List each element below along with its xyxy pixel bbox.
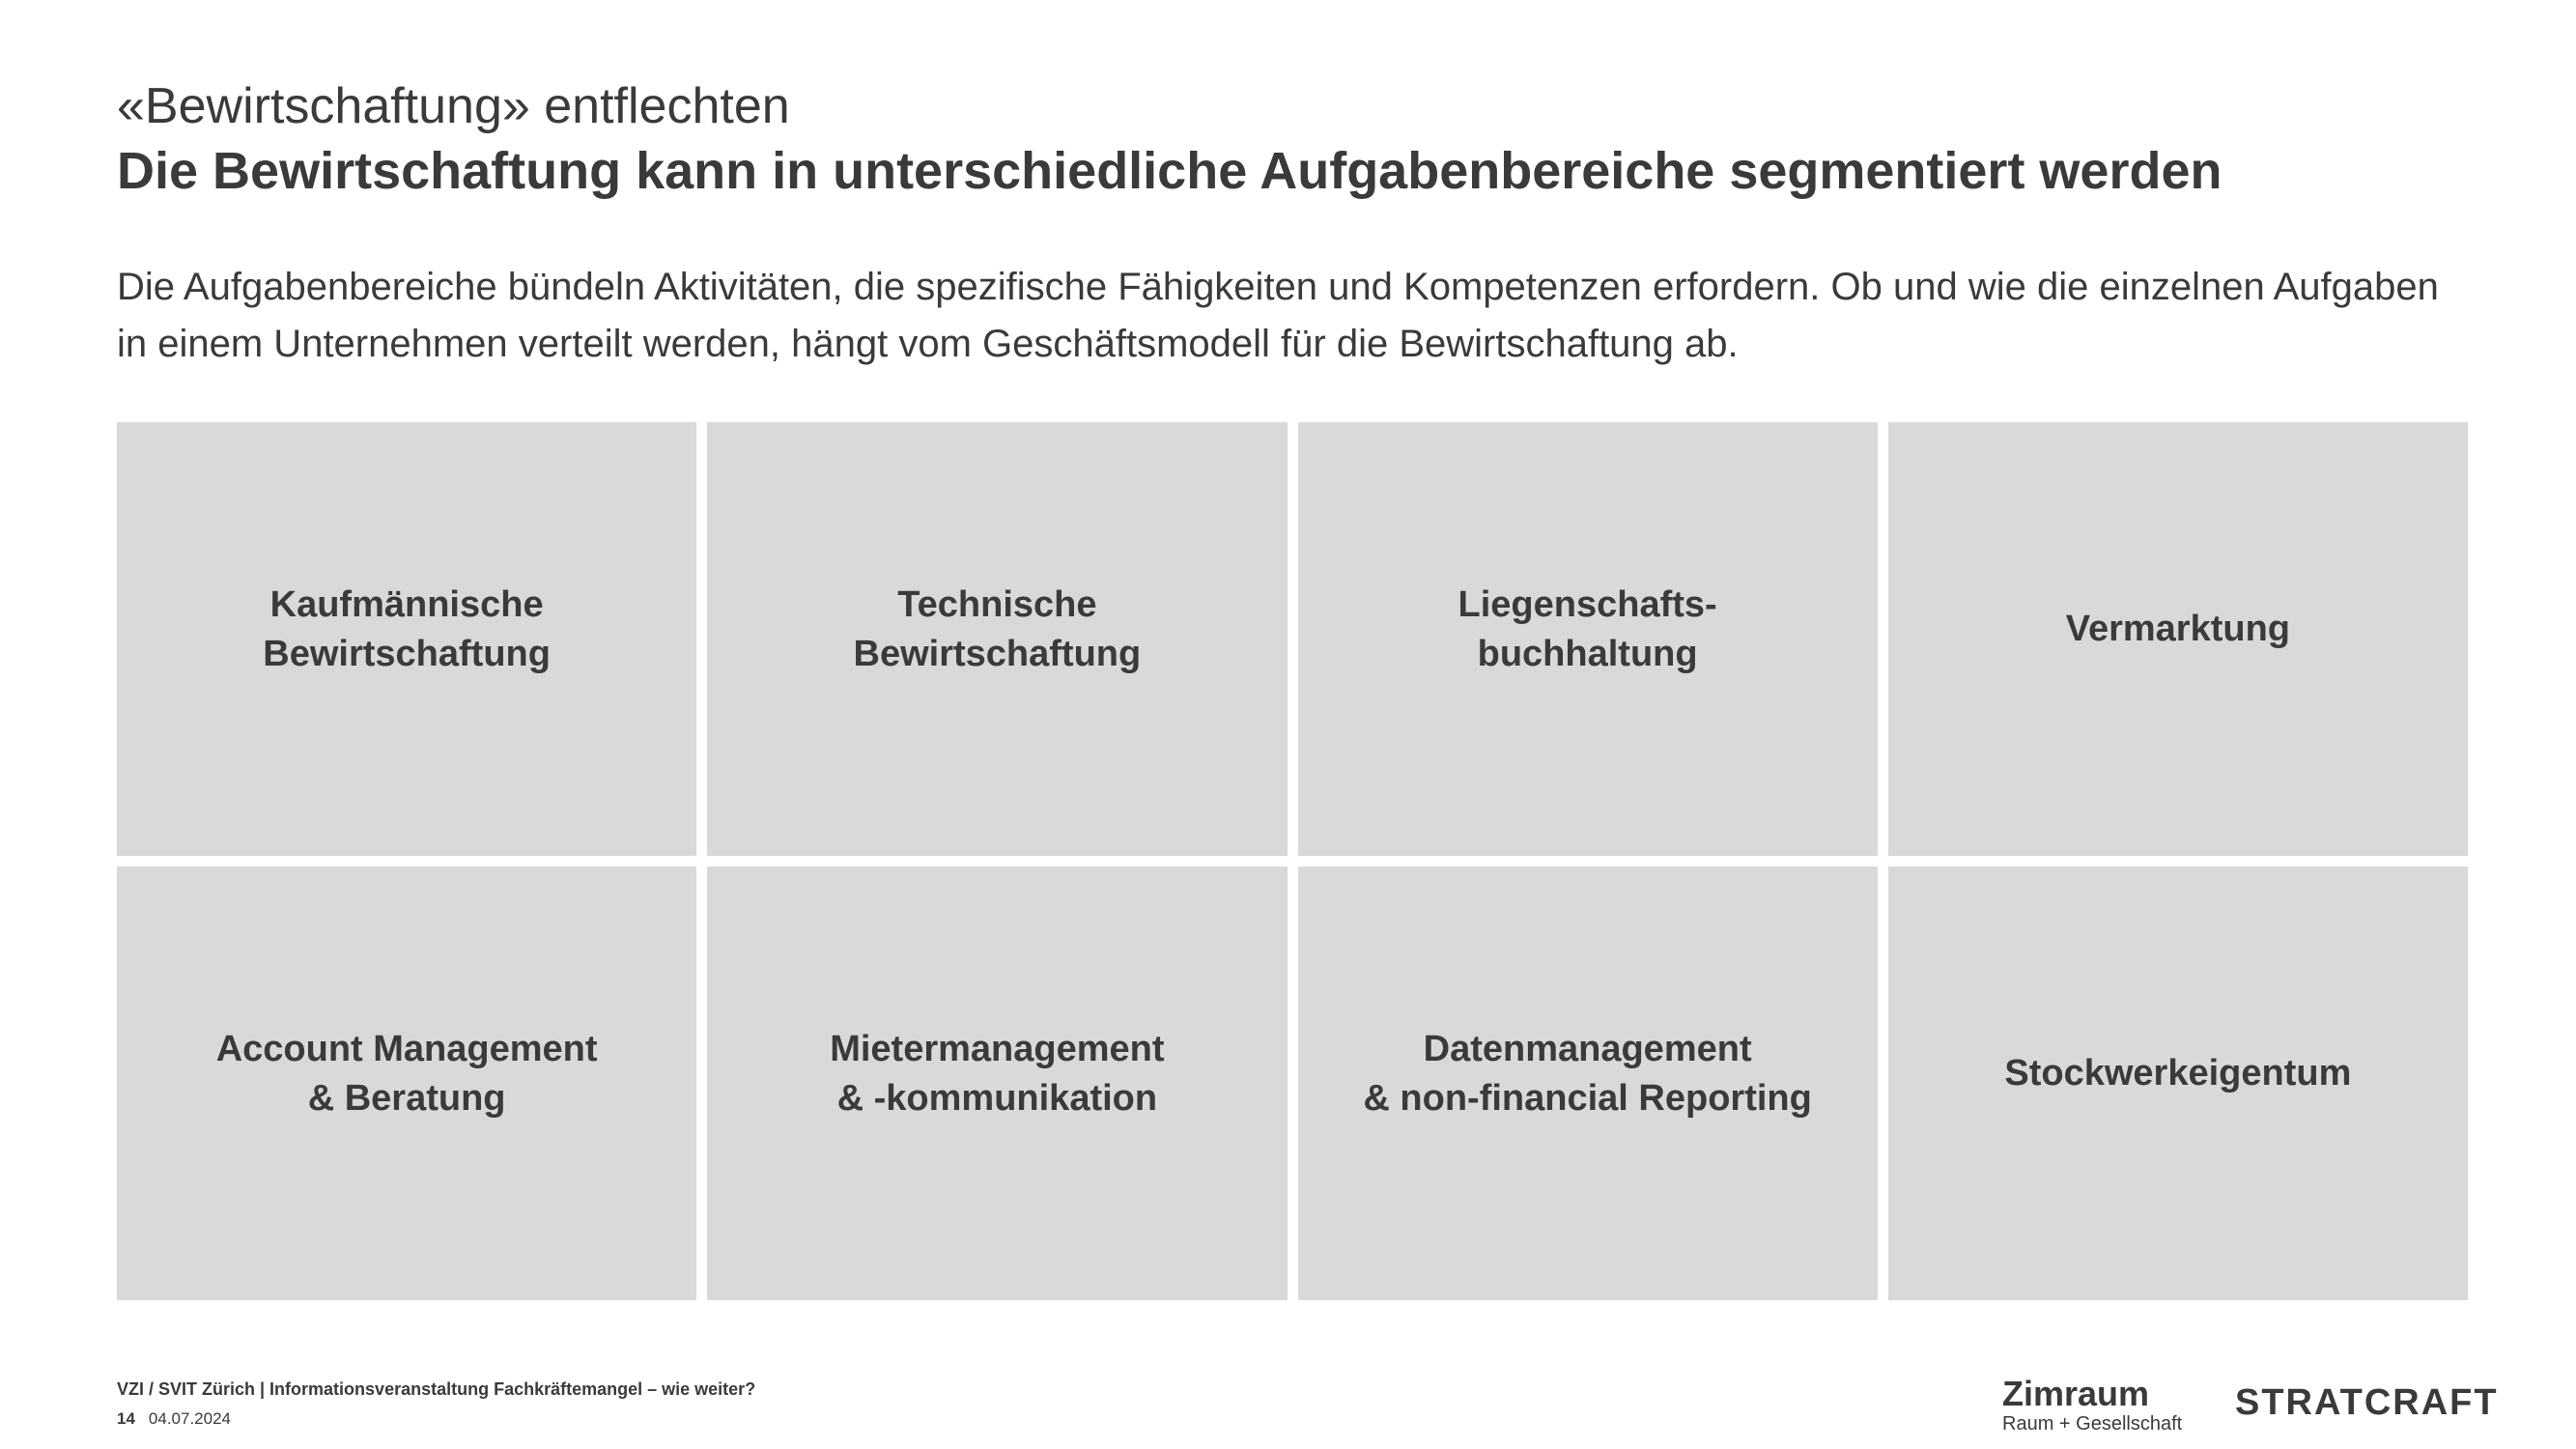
tile-label: Stockwerkeigentum bbox=[2004, 1053, 2352, 1094]
tile-label: Vermarktung bbox=[2065, 609, 2291, 649]
tile-label: Liegenschafts- buchhaltung bbox=[1458, 583, 1717, 674]
tile-label: Mietermanagement & -kommunikation bbox=[830, 1028, 1165, 1119]
stratcraft-logo: STRATCRAFT bbox=[2235, 1382, 2499, 1423]
tile-label: Datenmanagement & non-financial Reportin… bbox=[1363, 1028, 1812, 1119]
tile-kaufmaennische-bewirtschaftung: Kaufmännische Bewirtschaftung bbox=[117, 422, 697, 856]
tile-label: Account Management & Beratung bbox=[215, 1028, 598, 1119]
tile-account-management: Account Management & Beratung bbox=[117, 867, 697, 1300]
tile-vermarktung: Vermarktung bbox=[1887, 422, 2468, 856]
zimraum-logo-tagline: Raum + Gesellschaft bbox=[2002, 1413, 2183, 1435]
task-area-grid: Kaufmännische Bewirtschaftung Technische… bbox=[117, 422, 2468, 1300]
slide-kicker: «Bewirtschaftung» entflechten bbox=[117, 78, 790, 134]
tile-technische-bewirtschaftung: Technische Bewirtschaftung bbox=[707, 422, 1288, 856]
tile-stockwerkeigentum: Stockwerkeigentum bbox=[1887, 867, 2468, 1300]
tile-datenmanagement: Datenmanagement & non-financial Reportin… bbox=[1297, 867, 1878, 1300]
tile-label: Technische Bewirtschaftung bbox=[853, 583, 1142, 674]
tile-liegenschaftsbuchhaltung: Liegenschafts- buchhaltung bbox=[1297, 422, 1878, 856]
footer-meta: 14 04.07.2024 bbox=[117, 1409, 231, 1429]
zimraum-logo-name: Zimraum bbox=[2002, 1374, 2150, 1413]
zimraum-logo: Zimraum Raum + Gesellschaft bbox=[2002, 1376, 2182, 1435]
slide-title: Die Bewirtschaftung kann in unterschiedl… bbox=[117, 142, 2222, 200]
tile-mietermanagement: Mietermanagement & -kommunikation bbox=[707, 867, 1288, 1300]
footer-event: VZI / SVIT Zürich | Informationsveransta… bbox=[117, 1379, 756, 1399]
footer-date: 04.07.2024 bbox=[148, 1409, 232, 1428]
tile-label: Kaufmännische Bewirtschaftung bbox=[263, 583, 551, 674]
slide-lead-text: Die Aufgabenbereiche bündeln Aktivitäten… bbox=[117, 266, 2439, 365]
page-number: 14 bbox=[117, 1409, 135, 1428]
